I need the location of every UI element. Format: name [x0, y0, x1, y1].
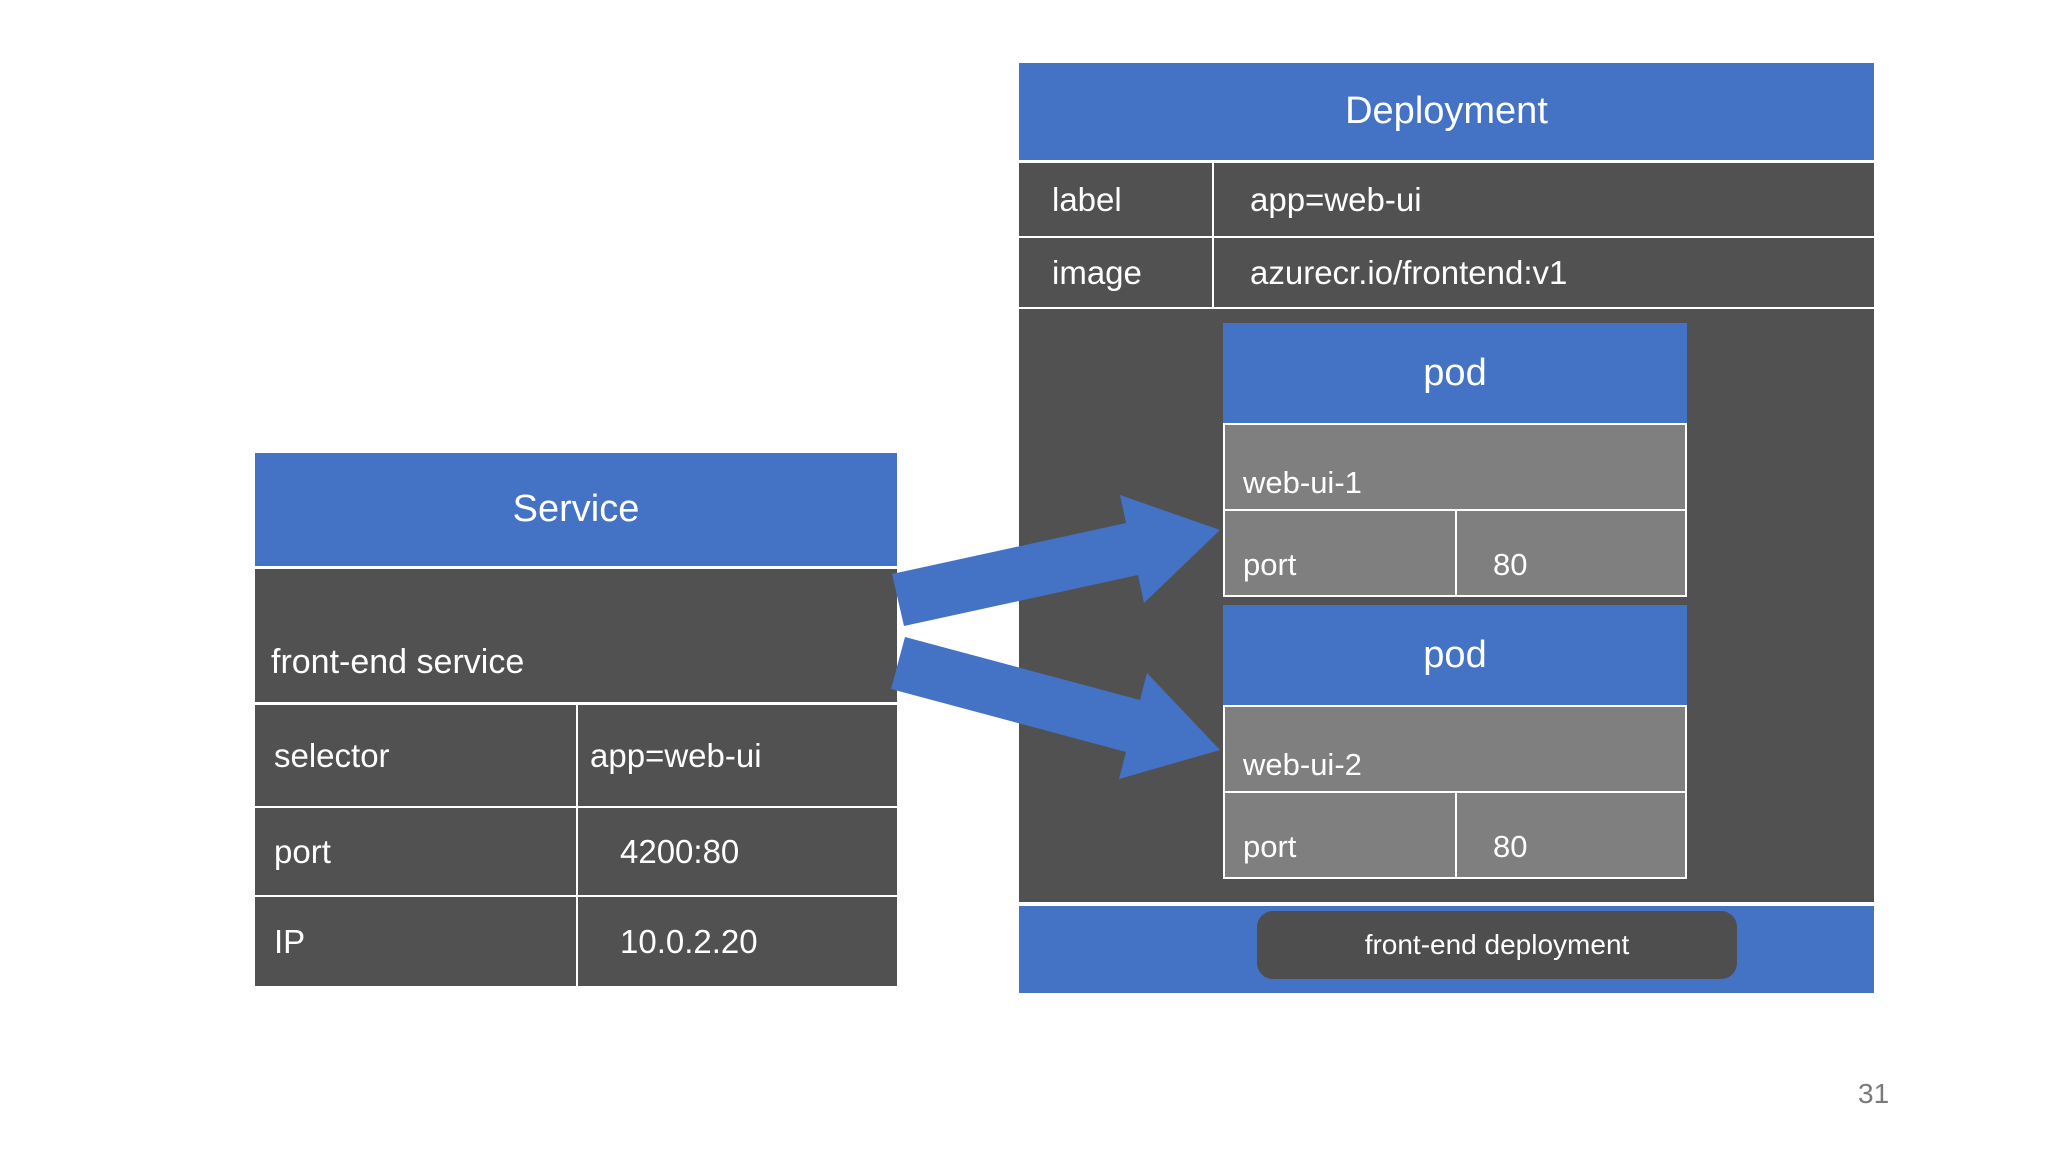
deployment-image-value: azurecr.io/frontend:v1 [1214, 238, 1874, 307]
pod-2-body: web-ui-2 port 80 [1223, 705, 1687, 879]
pod-2-port-row: port 80 [1225, 793, 1685, 877]
deployment-label-value: app=web-ui [1214, 163, 1874, 236]
service-row-port: port 4200:80 [255, 808, 897, 895]
pod-2-title: pod [1223, 605, 1687, 705]
service-row-ip: IP 10.0.2.20 [255, 897, 897, 986]
service-row-selector: selector app=web-ui [255, 705, 897, 806]
deployment-box: Deployment label app=web-ui image azurec… [1019, 63, 1874, 993]
pod-2: pod web-ui-2 port 80 [1223, 605, 1687, 879]
service-selector-value: app=web-ui [578, 705, 897, 806]
service-ip-key: IP [255, 897, 576, 986]
pod-2-name: web-ui-2 [1225, 707, 1685, 791]
deployment-row-image: image azurecr.io/frontend:v1 [1019, 238, 1874, 307]
deployment-title: Deployment [1019, 63, 1874, 160]
service-port-key: port [255, 808, 576, 895]
page-number: 31 [1858, 1078, 1890, 1109]
deployment-label-key: label [1019, 163, 1212, 236]
service-name-row: front-end service [255, 569, 897, 702]
pod-1-port-value: 80 [1457, 511, 1685, 595]
service-port-value: 4200:80 [578, 808, 897, 895]
deployment-footer-bar: front-end deployment [1019, 906, 1874, 993]
deployment-footer-pill: front-end deployment [1257, 911, 1737, 979]
service-ip-value: 10.0.2.20 [578, 897, 897, 986]
deployment-pod-area: pod web-ui-1 port 80 pod web-ui-2 port 8… [1019, 309, 1874, 902]
pod-1-title: pod [1223, 323, 1687, 423]
pod-2-port-label: port [1225, 793, 1455, 877]
pod-1-port-row: port 80 [1225, 511, 1685, 595]
pod-1-name: web-ui-1 [1225, 425, 1685, 509]
pod-2-port-value: 80 [1457, 793, 1685, 877]
pod-1: pod web-ui-1 port 80 [1223, 323, 1687, 597]
pod-1-body: web-ui-1 port 80 [1223, 423, 1687, 597]
deployment-row-label: label app=web-ui [1019, 163, 1874, 236]
service-title: Service [255, 453, 897, 566]
service-box: Service front-end service selector app=w… [255, 453, 897, 986]
pod-1-port-label: port [1225, 511, 1455, 595]
deployment-image-key: image [1019, 238, 1212, 307]
service-selector-key: selector [255, 705, 576, 806]
